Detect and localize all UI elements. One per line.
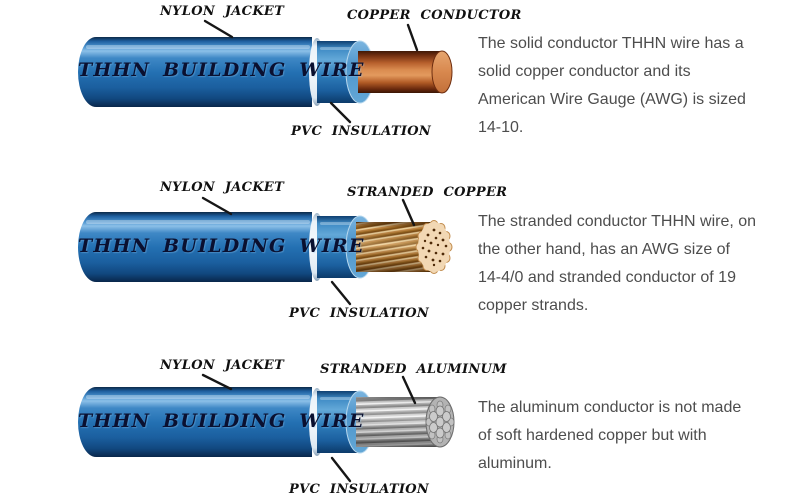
wire-illustration-solid-copper <box>78 19 453 124</box>
description-line: copper strands. <box>478 297 589 314</box>
wire-print-text: THHN BUILDING WIRE <box>78 59 365 81</box>
description-line: aluminum. <box>478 455 552 472</box>
pointer-line-pvc-insulation <box>330 280 352 306</box>
wire-group-stranded-copper: NYLON JACKET STRANDED COPPER PVC INSULAT… <box>0 175 800 350</box>
conductor-label: STRANDED COPPER <box>347 185 508 200</box>
pvc-insulation-label: PVC INSULATION <box>289 306 430 321</box>
pointer-line-nylon-jacket <box>201 373 233 391</box>
nylon-jacket-shape <box>78 387 312 457</box>
wire-group-solid-copper: NYLON JACKET COPPER CONDUCTOR PVC INSULA… <box>0 0 800 175</box>
solid-copper-conductor-shape <box>358 50 453 94</box>
pointer-line-conductor <box>406 23 419 52</box>
description-line: 14-10. <box>478 119 524 136</box>
wire-description: The aluminum conductor is not made of so… <box>478 394 798 478</box>
nylon-jacket-label: NYLON JACKET <box>160 4 285 19</box>
pvc-insulation-label: PVC INSULATION <box>289 482 430 497</box>
pointer-line-pvc-insulation <box>330 456 352 483</box>
strand-face-inner-strands <box>429 405 451 439</box>
pointer-line-conductor <box>401 198 416 227</box>
nylon-jacket-label: NYLON JACKET <box>160 180 285 195</box>
stranded-aluminum-conductor-shape <box>356 396 455 448</box>
nylon-jacket-shape <box>78 37 312 107</box>
pointer-line-nylon-jacket <box>201 196 233 216</box>
wire-illustration-stranded-copper <box>78 196 453 306</box>
wire-print-text: THHN BUILDING WIRE <box>78 410 365 432</box>
stranded-copper-conductor-shape <box>356 220 453 274</box>
wire-group-stranded-aluminum: NYLON JACKET STRANDED ALUMINUM PVC INSUL… <box>0 350 800 500</box>
conductor-label: COPPER CONDUCTOR <box>347 8 522 23</box>
pointer-line-conductor <box>401 375 417 405</box>
pointer-lines <box>203 19 419 124</box>
wire-description: The solid conductor THHN wire has a soli… <box>478 30 798 142</box>
pointer-line-nylon-jacket <box>203 19 234 39</box>
description-line: The solid conductor THHN wire has a <box>478 35 744 52</box>
strand-face <box>418 222 450 272</box>
nylon-jacket-label: NYLON JACKET <box>160 358 285 373</box>
nylon-jacket-shape <box>78 212 312 282</box>
pointer-lines <box>201 196 416 306</box>
pointer-line-pvc-insulation <box>329 101 352 124</box>
pointer-lines <box>201 373 417 483</box>
pvc-insulation-label: PVC INSULATION <box>291 124 432 139</box>
description-line: solid copper conductor and its <box>478 63 691 80</box>
description-line: 14-4/0 and stranded conductor of 19 <box>478 269 736 286</box>
description-line: American Wire Gauge (AWG) is sized <box>478 91 746 108</box>
description-line: The aluminum conductor is not made <box>478 399 742 416</box>
description-line: the other hand, has an AWG size of <box>478 241 730 258</box>
wire-print-text: THHN BUILDING WIRE <box>78 235 365 257</box>
description-line: The stranded conductor THHN wire, on <box>478 213 757 230</box>
wire-description: The stranded conductor THHN wire, on the… <box>478 208 798 320</box>
conductor-label: STRANDED ALUMINUM <box>320 362 507 377</box>
strand-face-speckles <box>421 228 448 267</box>
wire-illustration-stranded-aluminum <box>78 373 455 483</box>
description-line: of soft hardened copper but with <box>478 427 707 444</box>
